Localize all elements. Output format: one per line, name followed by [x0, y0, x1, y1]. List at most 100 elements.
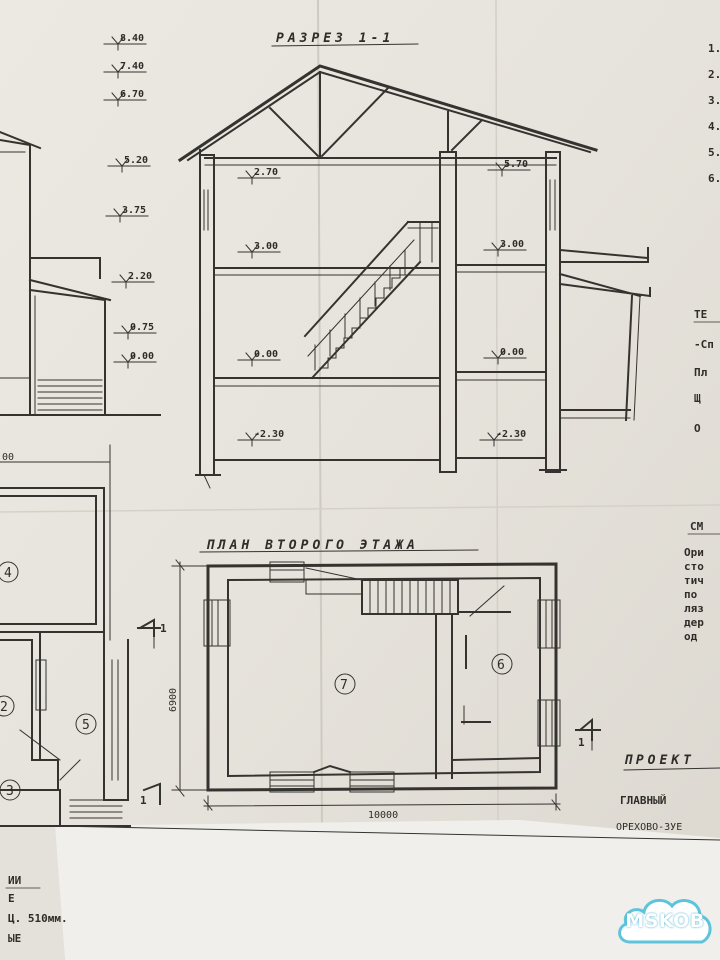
svg-text:2.20: 2.20: [128, 271, 152, 282]
elevation-level-3: 5.20: [107, 155, 151, 173]
elevation-level-1: 7.40: [103, 61, 147, 79]
section-wall-middle: [439, 151, 457, 473]
svg-text:6: 6: [497, 658, 505, 673]
svg-text:3: 3: [6, 784, 14, 799]
section-wall-right: [545, 151, 561, 473]
section-title: РАЗРЕЗ 1-1: [276, 31, 394, 46]
bottom-note-3: ЫЕ: [8, 932, 21, 945]
section-1-1: [177, 64, 651, 489]
section-level-floor2-left: 3.00: [237, 241, 281, 259]
elevation-level-6: 0.75: [113, 322, 157, 340]
left-room-marker-5: 5: [75, 713, 97, 735]
section-level-ground-left: 0.00: [237, 349, 281, 367]
svg-text:7: 7: [340, 678, 348, 693]
left-plan-room-labels: 4 2 5 3: [0, 561, 97, 801]
svg-text:8.40: 8.40: [120, 33, 144, 44]
note-sm-line-0: Ори: [684, 546, 704, 559]
bottom-note-1: Е: [8, 892, 15, 905]
svg-text:5.70: 5.70: [504, 159, 528, 170]
svg-text:3.75: 3.75: [122, 205, 146, 216]
note-te-line-2: Пл: [694, 366, 708, 379]
note-sm-line-5: дер: [684, 616, 704, 629]
room-6-marker: 6: [491, 653, 513, 675]
left-room-marker-2: 2: [0, 695, 15, 717]
svg-text:-2.30: -2.30: [496, 429, 526, 440]
svg-text:0.00: 0.00: [130, 351, 154, 362]
note-sm-line-6: од: [684, 630, 698, 643]
elevation-stair: [37, 379, 103, 411]
section-level-ground-right: 0.00: [483, 347, 527, 365]
section-level-marks: 2.70 5.70 3.00 3.00 0.00 0.00 -2.30 -2.30: [237, 159, 531, 447]
bottom-note-2: Ц. 510мм.: [8, 912, 68, 925]
overlapping-sheet-shadow: [0, 826, 65, 960]
note-sm-line-1: сто: [684, 560, 704, 573]
svg-text:-2.30: -2.30: [254, 429, 284, 440]
svg-text:2.70: 2.70: [254, 167, 278, 178]
elevation-level-7: 0.00: [113, 351, 157, 369]
note-number-2: 2.: [708, 68, 720, 81]
note-number-4: 4.: [708, 120, 720, 133]
note-te-line-4: О: [694, 422, 701, 435]
note-number-3: 3.: [708, 94, 720, 107]
svg-text:0.75: 0.75: [130, 322, 154, 333]
note-sm-line-2: тич: [684, 574, 704, 587]
section-level-basement-left: -2.30: [237, 429, 284, 447]
svg-text:0.00: 0.00: [500, 347, 524, 358]
svg-text:7.40: 7.40: [120, 61, 144, 72]
svg-text:00: 00: [2, 452, 14, 463]
elevation-level-2: 6.70: [103, 89, 147, 107]
room-7-marker: 7: [334, 673, 356, 695]
section-mark-bottom: 1: [140, 794, 147, 807]
section-staircase: [303, 220, 439, 380]
section-level-basement-right: -2.30: [479, 429, 526, 447]
svg-text:4: 4: [4, 566, 12, 581]
paper-fold-horizontal: [0, 504, 720, 513]
section-mark-left: 1: [160, 622, 167, 635]
left-plan-fragment: 00: [0, 444, 131, 827]
title-block-proekt: ПРОЕКТ: [624, 753, 695, 768]
title-block-city: ОРЕХОВО-ЗУЕ: [616, 822, 682, 833]
plan-dimension-height: 6900: [168, 688, 179, 712]
elevation-level-5: 2.20: [111, 271, 155, 289]
plan-title: ПЛАН ВТОРОГО ЭТАЖА: [206, 538, 419, 553]
paper-fold-vertical: [317, 0, 323, 831]
note-te-line-0: ТЕ: [694, 308, 707, 321]
note-number-1: 1.: [708, 42, 720, 55]
svg-text:5.20: 5.20: [124, 155, 148, 166]
left-elevation: [0, 130, 161, 416]
svg-text:2: 2: [0, 700, 8, 715]
right-edge-notes: 1.2.3.4.5.6.ТЕ-СпПлЩОСМОристотичполяздер…: [616, 42, 720, 833]
elevation-level-0: 8.40: [103, 33, 147, 51]
svg-text:0.00: 0.00: [254, 349, 278, 360]
second-floor-plan: [137, 559, 601, 811]
bottom-note-0: ИИ: [8, 874, 21, 887]
bottom-sheet-notes: ИИ Е Ц. 510мм. ЫЕ: [5, 874, 68, 945]
elevation-level-4: 3.75: [105, 205, 149, 223]
svg-text:6.70: 6.70: [120, 89, 144, 100]
paper-fold-vertical-2: [495, 0, 499, 821]
watermark-cloud-icon: [618, 898, 712, 944]
note-number-6: 6.: [708, 172, 720, 185]
left-room-marker-3: 3: [0, 779, 21, 801]
svg-text:3.00: 3.00: [254, 241, 278, 252]
watermark-badge: MSKOB: [614, 888, 716, 954]
note-number-5: 5.: [708, 146, 720, 159]
title-block-glavny: ГЛАВНЫЙ: [620, 794, 666, 807]
elevation-level-marks: 8.40 7.40 6.70 5.20 3.75 2.20 0.75 0.00: [103, 33, 157, 369]
left-room-marker-4: 4: [0, 561, 19, 583]
svg-text:5: 5: [82, 718, 90, 733]
plan-stair-treads: [369, 579, 451, 615]
watermark-text: MSKOB: [625, 910, 705, 932]
note-te-line-1: -Сп: [694, 338, 714, 351]
section-level-roof-left: 2.70: [237, 167, 281, 185]
note-sm-line-4: ляз: [684, 602, 704, 615]
svg-text:3.00: 3.00: [500, 239, 524, 250]
plan-dimension-width: 10000: [368, 810, 398, 821]
section-mark-right: 1: [578, 736, 585, 749]
section-level-roof-right: 5.70: [487, 159, 531, 177]
overlapping-sheet: [55, 820, 720, 960]
note-te-line-3: Щ: [694, 392, 701, 405]
note-sm-line-3: по: [684, 588, 698, 601]
